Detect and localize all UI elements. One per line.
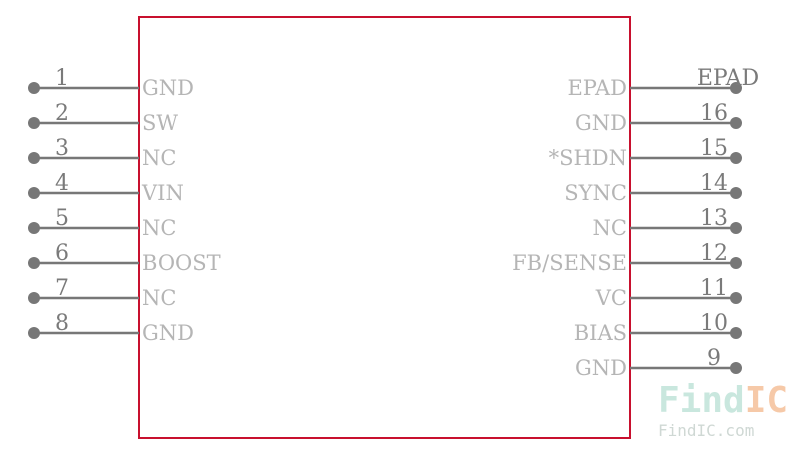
pin-name: NC	[142, 286, 176, 310]
pin-name: EPAD	[567, 76, 627, 100]
pin-number: 6	[55, 241, 69, 266]
pin-12: 12 FB/SENSE	[512, 241, 742, 275]
pin-endpoint	[730, 327, 742, 339]
pin-endpoint	[28, 327, 40, 339]
pin-endpoint	[28, 292, 40, 304]
pin-number: 15	[700, 136, 728, 161]
pin-endpoint	[730, 362, 742, 374]
pin-number: 7	[55, 276, 69, 301]
pin-11: 11 VC	[595, 276, 742, 310]
pin-4: 4 VIN	[28, 171, 184, 205]
pin-number: 4	[55, 171, 69, 196]
ic-body-outline	[138, 16, 631, 439]
pin-number: 1	[55, 66, 69, 91]
pin-number: 2	[55, 101, 69, 126]
right-pin-group: EPADEPAD16GND15*SHDN14SYNC13NC12FB/SENSE…	[512, 66, 759, 380]
pin-number: 12	[700, 241, 728, 266]
pin-endpoint	[730, 187, 742, 199]
pin-number: 10	[700, 311, 728, 336]
pin-9: 9 GND	[575, 346, 742, 380]
pin-10: 10 BIAS	[574, 311, 742, 345]
pin-number: 11	[700, 276, 728, 301]
pin-name: VIN	[141, 181, 184, 205]
pin-endpoint	[28, 82, 40, 94]
pin-name: GND	[142, 76, 194, 100]
pin-epad: EPAD EPAD	[567, 66, 759, 100]
pin-name: VC	[595, 286, 627, 310]
pin-name: NC	[593, 216, 627, 240]
pin-endpoint	[28, 222, 40, 234]
pin-8: 8 GND	[28, 311, 194, 345]
pin-name: *SHDN	[549, 146, 627, 170]
pin-name: NC	[142, 146, 176, 170]
pin-endpoint	[28, 257, 40, 269]
pin-endpoint	[730, 292, 742, 304]
pin-endpoint	[28, 117, 40, 129]
findic-watermark: FindIC FindIC.com	[658, 380, 788, 440]
pin-endpoint	[730, 257, 742, 269]
pin-endpoint	[28, 152, 40, 164]
pin-number: 13	[700, 206, 728, 231]
pin-endpoint	[730, 152, 742, 164]
pin-endpoint	[730, 222, 742, 234]
pin-endpoint	[28, 187, 40, 199]
pin-name: FB/SENSE	[512, 251, 627, 275]
pin-14: 14 SYNC	[564, 171, 742, 205]
pin-16: 16 GND	[575, 101, 742, 135]
pin-name: SW	[142, 111, 178, 135]
pin-number: 9	[707, 346, 721, 371]
watermark-logo: FindIC	[658, 380, 788, 421]
pin-1: 1 GND	[28, 66, 194, 100]
pin-endpoint	[730, 117, 742, 129]
pin-name: BOOST	[142, 251, 221, 275]
pin-number: EPAD	[697, 66, 759, 91]
pin-2: 2 SW	[28, 101, 178, 135]
pin-3: 3 NC	[28, 136, 176, 170]
pin-number: 3	[55, 136, 69, 161]
pin-name: GND	[142, 321, 194, 345]
pin-6: 6 BOOST	[28, 241, 221, 275]
pin-13: 13 NC	[593, 206, 742, 240]
pin-7: 7 NC	[28, 276, 176, 310]
pin-name: GND	[575, 356, 627, 380]
watermark-url: FindIC.com	[658, 421, 754, 440]
pin-name: BIAS	[574, 321, 627, 345]
pin-number: 5	[55, 206, 69, 231]
pin-number: 8	[55, 311, 69, 336]
pin-number: 16	[700, 101, 728, 126]
pin-5: 5 NC	[28, 206, 176, 240]
pin-name: NC	[142, 216, 176, 240]
pin-name: SYNC	[564, 181, 627, 205]
pin-endpoint	[730, 82, 742, 94]
pin-name: GND	[575, 111, 627, 135]
pin-number: 14	[700, 171, 728, 196]
pin-15: 15 *SHDN	[549, 136, 742, 170]
